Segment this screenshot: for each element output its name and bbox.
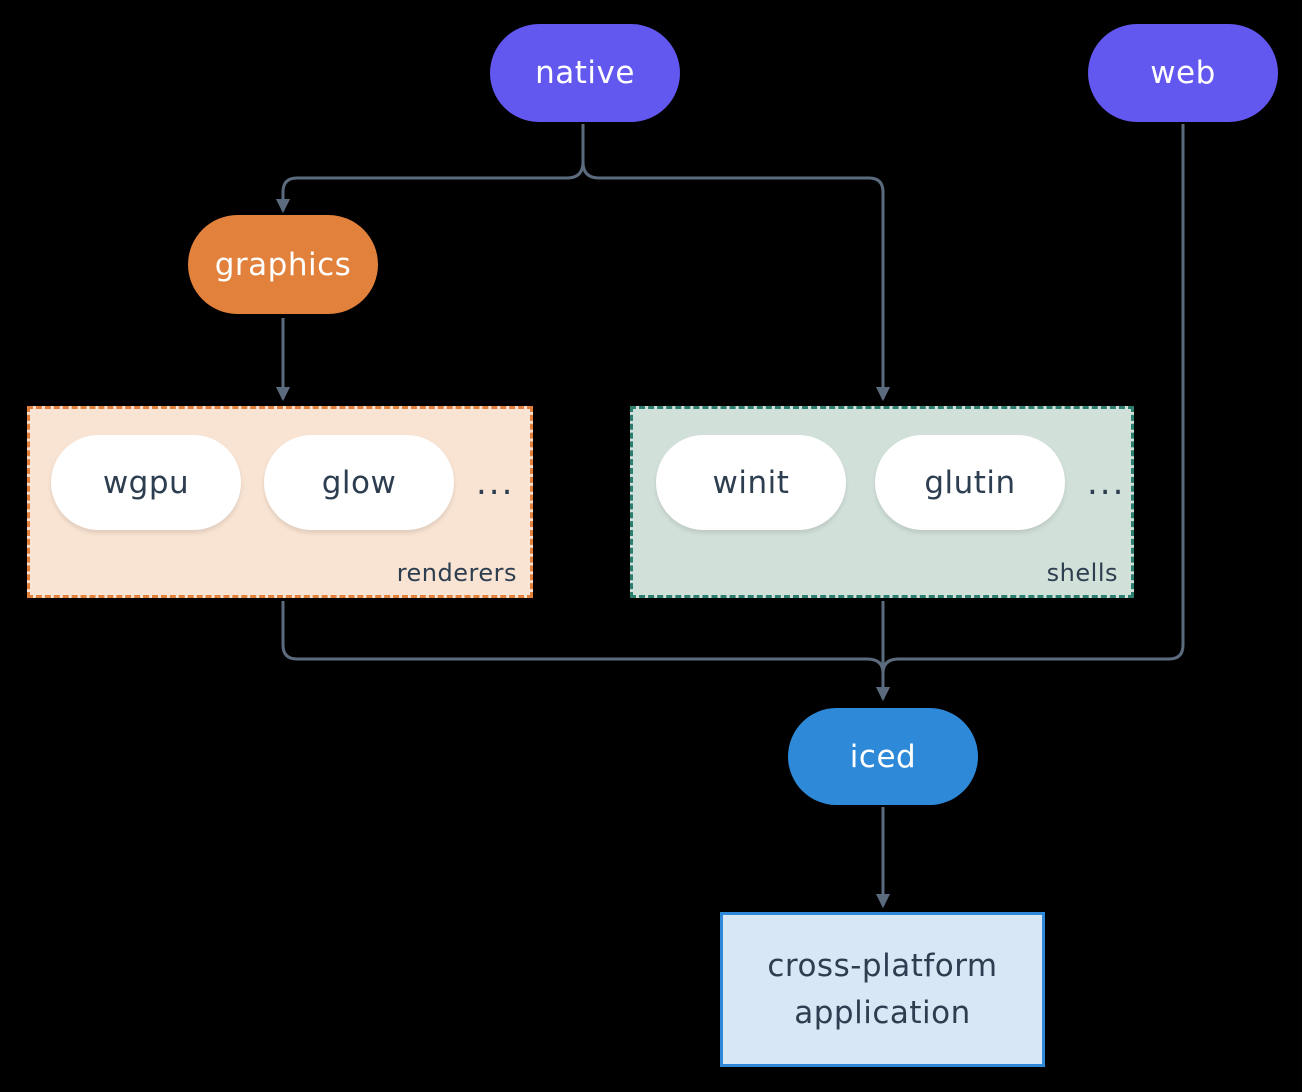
edge-web-to-merge bbox=[881, 124, 1185, 674]
group-shells-label: shells bbox=[1046, 559, 1118, 587]
node-winit-label: winit bbox=[712, 464, 790, 501]
shells-ellipsis: ... bbox=[1087, 462, 1126, 503]
node-web: web bbox=[1088, 24, 1278, 122]
node-application-line1: cross-platform bbox=[767, 948, 998, 984]
node-web-label: web bbox=[1150, 55, 1216, 91]
node-glutin-label: glutin bbox=[924, 464, 1016, 501]
node-glow: glow bbox=[264, 435, 454, 530]
node-graphics: graphics bbox=[188, 215, 378, 314]
edge-native-to-graphics bbox=[275, 124, 585, 214]
node-wgpu-label: wgpu bbox=[102, 464, 190, 501]
group-renderers-label: renderers bbox=[396, 559, 517, 587]
node-native-label: native bbox=[535, 55, 635, 91]
node-graphics-label: graphics bbox=[214, 246, 352, 283]
group-shells: winit glutin ... shells bbox=[630, 406, 1134, 598]
node-native: native bbox=[490, 24, 680, 122]
renderers-ellipsis: ... bbox=[476, 462, 515, 503]
node-application-line2: application bbox=[794, 994, 971, 1031]
edge-renderers-to-merge bbox=[281, 601, 885, 674]
group-renderers-items: wgpu glow ... bbox=[30, 435, 514, 530]
node-winit: winit bbox=[656, 435, 846, 530]
node-iced: iced bbox=[788, 708, 978, 805]
group-shells-items: winit glutin ... bbox=[633, 435, 1125, 530]
node-application: cross-platform application bbox=[720, 912, 1045, 1067]
edge-native-to-shells bbox=[581, 124, 891, 402]
node-iced-label: iced bbox=[849, 738, 917, 775]
node-glutin: glutin bbox=[875, 435, 1065, 530]
group-renderers: wgpu glow ... renderers bbox=[27, 406, 533, 598]
node-wgpu: wgpu bbox=[51, 435, 241, 530]
node-glow-label: glow bbox=[321, 464, 397, 501]
